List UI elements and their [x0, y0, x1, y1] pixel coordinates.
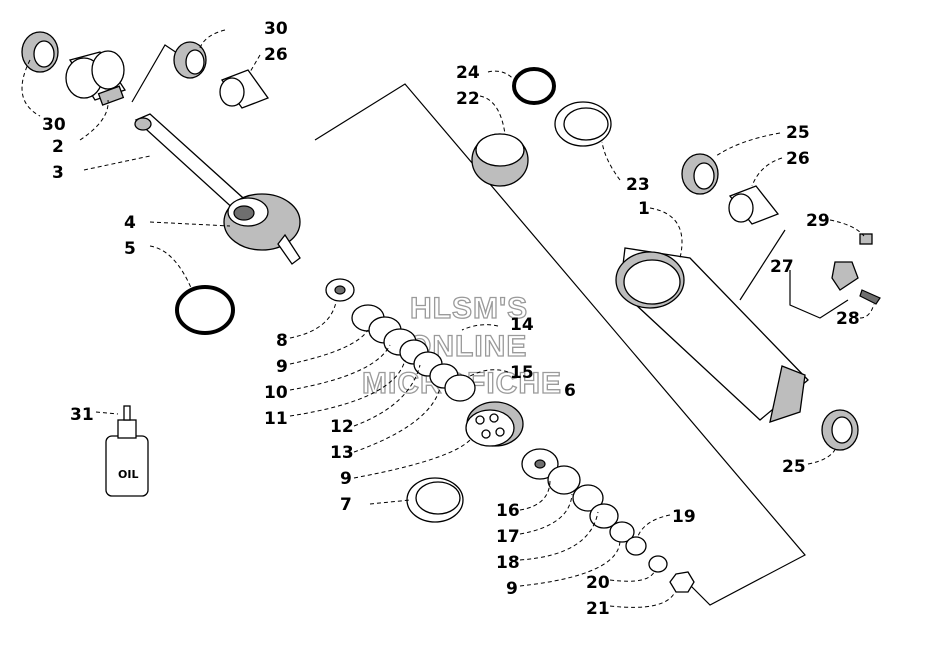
part-30-seal-right [173, 41, 207, 79]
leader-lines [21, 29, 875, 608]
callout-25b: 25 [782, 457, 806, 477]
part-5-o-ring [175, 285, 235, 335]
part-26-bushing-right [728, 185, 780, 225]
callout-21: 21 [586, 599, 610, 619]
callout-9c: 9 [506, 579, 518, 599]
part-23-ring [554, 101, 612, 147]
part-25-seal-upper [681, 153, 719, 195]
callout-18: 18 [496, 553, 520, 573]
watermark-line-1: HLSM'S [410, 292, 528, 325]
callout-30a: 30 [264, 19, 288, 39]
callout-12: 12 [330, 417, 354, 437]
part-3-shaft [134, 113, 264, 223]
callout-23: 23 [626, 175, 650, 195]
callout-11: 11 [264, 409, 288, 429]
callout-26a: 26 [264, 45, 288, 65]
valve-stack-washers [325, 278, 476, 402]
assembly-outline [131, 44, 849, 606]
part-1-shock-body [615, 247, 809, 423]
part-22-floating-piston [471, 133, 529, 187]
part-31-oil-bottle: OIL [105, 405, 149, 497]
callout-25a: 25 [786, 123, 810, 143]
callout-labels: 30 26 30 2 3 4 5 8 9 10 11 12 13 9 7 14 … [42, 19, 860, 619]
callout-31: 31 [70, 405, 94, 425]
callout-22: 22 [456, 89, 480, 109]
part-4-seal-head [223, 193, 301, 265]
part-7-piston-ring [406, 477, 464, 523]
callout-4: 4 [124, 213, 136, 233]
callout-27: 27 [770, 257, 794, 277]
callout-9a: 9 [276, 357, 288, 377]
callout-15: 15 [510, 363, 534, 383]
callout-20: 20 [586, 573, 610, 593]
callout-17: 17 [496, 527, 520, 547]
callout-30b: 30 [42, 115, 66, 135]
oil-bottle-label: OIL [118, 468, 138, 481]
part-24-o-ring [512, 67, 556, 105]
callout-29: 29 [806, 211, 830, 231]
callout-1: 1 [638, 199, 650, 219]
callout-8: 8 [276, 331, 288, 351]
callout-26b: 26 [786, 149, 810, 169]
part-30-seal-left [21, 31, 59, 73]
callout-16: 16 [496, 501, 520, 521]
callout-24: 24 [456, 63, 480, 83]
callout-3: 3 [52, 163, 64, 183]
part-26-bushing-upper [219, 69, 270, 109]
part-27-29-valve [831, 233, 881, 305]
callout-13: 13 [330, 443, 354, 463]
callout-2: 2 [52, 137, 64, 157]
callout-5: 5 [124, 239, 136, 259]
valve-stack-lower [521, 448, 695, 593]
part-6-piston [465, 401, 524, 447]
callout-6: 6 [564, 381, 576, 401]
callout-28: 28 [836, 309, 860, 329]
callout-7: 7 [340, 495, 352, 515]
part-2-eye-housing [65, 50, 127, 106]
callout-19: 19 [672, 507, 696, 527]
callout-9b: 9 [340, 469, 352, 489]
part-25-seal-lower [821, 409, 859, 451]
callout-10: 10 [264, 383, 288, 403]
callout-14: 14 [510, 315, 534, 335]
